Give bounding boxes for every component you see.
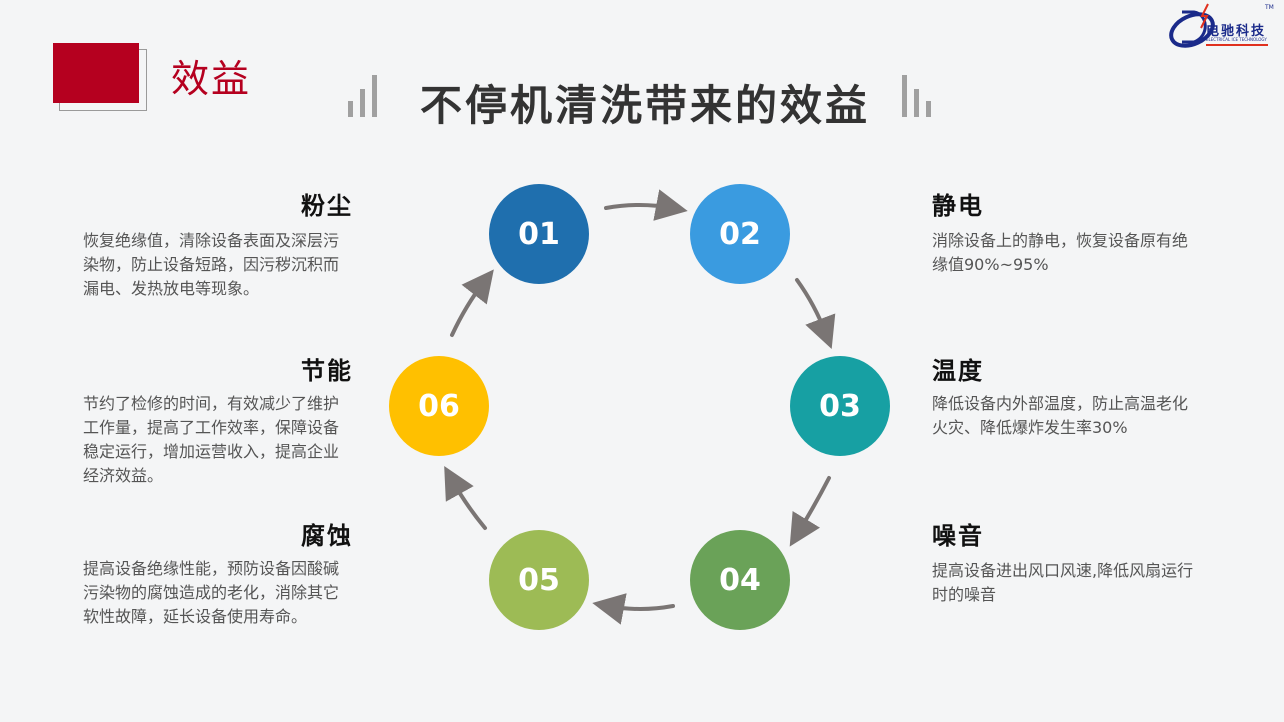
arrow-03-04: [789, 476, 831, 547]
benefit-corrosion: 腐蚀 提高设备绝缘性能，预防设备因酸碱污染物的腐蚀造成的老化，消除其它软性故障，…: [83, 516, 353, 629]
step-circle-01: 01: [489, 184, 589, 284]
benefit-title: 粉尘: [301, 192, 353, 220]
header-box: [53, 43, 139, 103]
step-circle-02: 02: [690, 184, 790, 284]
logo-subtitle: ELECTRICAL ICE TECHNOLOGY: [1206, 37, 1267, 42]
benefit-temperature: 温度 降低设备内外部温度，防止高温老化火灾、降低爆炸发生率30%: [932, 351, 1202, 440]
step-number: 02: [719, 216, 761, 252]
benefit-desc: 提高设备进出风口风速,降低风扇运行时的噪音: [932, 561, 1194, 604]
step-number: 03: [819, 388, 861, 424]
step-number: 06: [418, 388, 460, 424]
benefit-desc: 降低设备内外部温度，防止高温老化火灾、降低爆炸发生率30%: [932, 394, 1189, 437]
step-circle-04: 04: [690, 530, 790, 630]
benefit-static: 静电 消除设备上的静电，恢复设备原有绝缘值90%~95%: [932, 186, 1202, 277]
title-bars-right: [900, 75, 940, 117]
benefit-title: 腐蚀: [301, 522, 353, 550]
benefit-desc: 节约了检修的时间，有效减少了维护工作量，提高了工作效率，保障设备稳定运行，增加运…: [83, 394, 340, 485]
benefit-desc: 消除设备上的静电，恢复设备原有绝缘值90%~95%: [932, 231, 1189, 274]
benefit-dust: 粉尘 恢复绝缘值，清除设备表面及深层污染物，防止设备短路，因污秽沉积而漏电、发热…: [83, 186, 353, 301]
section-label: 效益: [171, 57, 252, 101]
logo-text: 电驰科技: [1206, 24, 1267, 39]
benefit-noise: 噪音 提高设备进出风口风速,降低风扇运行时的噪音: [932, 516, 1202, 607]
arrow-06-01: [450, 269, 494, 337]
benefit-title: 节能: [301, 357, 353, 385]
page-title: 不停机清洗带来的效益: [419, 81, 870, 130]
step-circle-05: 05: [489, 530, 589, 630]
arrow-02-03: [795, 278, 836, 349]
logo-tm: TM: [1265, 4, 1274, 11]
step-number: 04: [719, 562, 761, 598]
benefit-desc: 恢复绝缘值，清除设备表面及深层污染物，防止设备短路，因污秽沉积而漏电、发热放电等…: [83, 231, 340, 298]
title-bars-left: [346, 75, 386, 117]
step-number: 05: [518, 562, 560, 598]
arrow-04-05: [592, 593, 675, 625]
benefit-title: 静电: [932, 192, 984, 220]
benefit-title: 温度: [932, 357, 984, 385]
step-number: 01: [518, 216, 560, 252]
arrow-01-02: [604, 189, 688, 221]
company-logo-icon: [1169, 3, 1268, 48]
step-circle-03: 03: [790, 356, 890, 456]
arrow-05-06: [444, 466, 487, 530]
step-circle-06: 06: [389, 356, 489, 456]
benefit-energy: 节能 节约了检修的时间，有效减少了维护工作量，提高了工作效率，保障设备稳定运行，…: [83, 351, 353, 488]
benefit-title: 噪音: [932, 522, 984, 550]
benefit-desc: 提高设备绝缘性能，预防设备因酸碱污染物的腐蚀造成的老化，消除其它软性故障，延长设…: [83, 559, 340, 626]
